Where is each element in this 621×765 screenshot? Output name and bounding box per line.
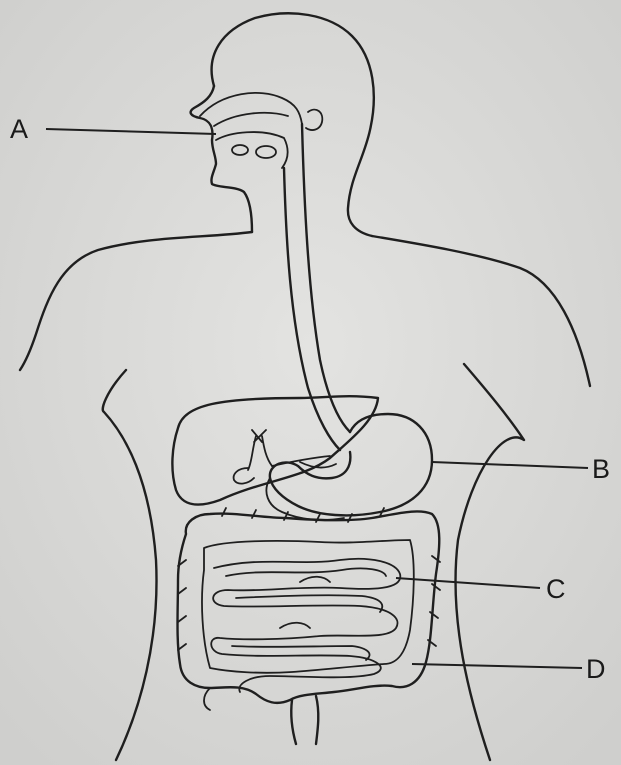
label-c: C	[546, 574, 566, 604]
label-a: A	[10, 114, 28, 144]
label-b: B	[592, 454, 610, 484]
label-d: D	[586, 654, 606, 684]
